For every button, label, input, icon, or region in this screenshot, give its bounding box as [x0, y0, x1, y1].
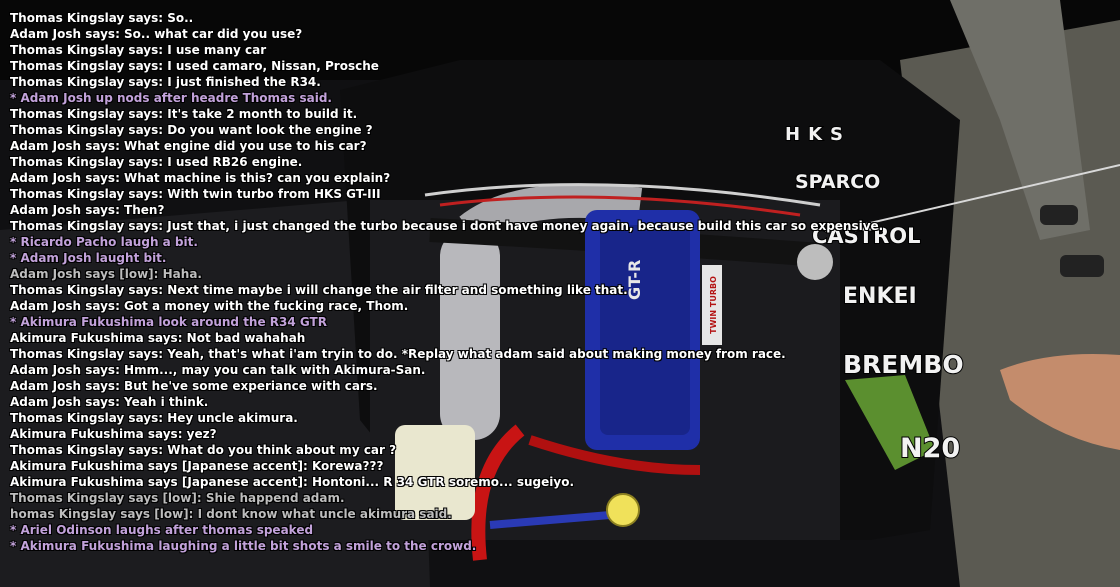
engine-cover-label: GT-R [625, 260, 644, 300]
engine-cover-shadow [600, 225, 690, 435]
chat-line: Adam Josh says: So.. what car did you us… [10, 27, 303, 41]
chat-line: Adam Josh says: Then? [10, 203, 165, 217]
chat-line: * Ariel Odinson laughs after thomas spea… [10, 523, 314, 537]
chat-line: homas Kingslay says [low]: I dont know w… [10, 507, 452, 521]
chat-line: Thomas Kingslay says: I used camaro, Nis… [10, 59, 379, 73]
chat-line: Akimura Fukushima says [Japanese accent]… [10, 475, 575, 489]
chat-line: Thomas Kingslay says: Next time maybe i … [10, 283, 628, 297]
character-shoe-2 [1060, 255, 1104, 277]
chat-line: * Adam Josh laught bit. [10, 251, 167, 265]
coolant-reservoir [395, 425, 475, 520]
radiator-cap [606, 493, 640, 527]
chat-line: Adam Josh says: Yeah i think. [10, 395, 209, 409]
bolt-cap [797, 244, 833, 280]
hood-logo-castrol: CASTROL [812, 224, 921, 248]
fuel-lines [424, 183, 821, 207]
chat-line: Thomas Kingslay says: I use many car [10, 43, 267, 57]
chat-line: Akimura Fukushima says [Japanese accent]… [10, 459, 384, 473]
chat-line: * Adam Josh up nods after headre Thomas … [10, 91, 332, 105]
chat-line: * Ricardo Pacho laugh a bit. [10, 235, 198, 249]
engine-tag-label: TWIN TURBO [709, 276, 718, 334]
engine-tag [702, 265, 722, 345]
chat-line: Akimura Fukushima says: Not bad wahahah [10, 331, 306, 345]
chat-line: Thomas Kingslay says: I just finished th… [10, 75, 321, 89]
hood-logo-hks: HKS [785, 124, 851, 145]
fuel-lines-red [439, 195, 801, 217]
chat-line: Thomas Kingslay says: With twin turbo fr… [10, 187, 381, 201]
chat-line: Adam Josh says: Hmm..., may you can talk… [10, 363, 426, 377]
chat-line: Thomas Kingslay says: It's take 2 month … [10, 107, 358, 121]
air-filter [845, 375, 935, 470]
chat-line: Thomas Kingslay says: Do you want look t… [10, 123, 373, 137]
character-arm [1000, 354, 1120, 450]
chat-line: Adam Josh says: What machine is this? ca… [10, 171, 391, 185]
chat-line: * Akimura Fukushima look around the R34 … [10, 315, 327, 329]
hood-logo-n20: N20 [900, 433, 960, 464]
red-hose-2 [528, 435, 701, 475]
chat-line: Adam Josh says: What engine did you use … [10, 139, 367, 153]
chat-line: Thomas Kingslay says: What do you think … [10, 443, 397, 457]
character-shoe [1040, 205, 1078, 225]
hood-prop-rod [839, 164, 1120, 231]
chat-line: Thomas Kingslay says [low]: Shie happend… [10, 491, 345, 505]
chat-line: Thomas Kingslay says: So.. [10, 11, 194, 25]
intake-pipe [440, 230, 500, 440]
chat-line: Thomas Kingslay says: Yeah, that's what … [10, 347, 786, 361]
hood-logo-brembo: BREMBO [843, 350, 964, 379]
chat-line: Adam Josh says [low]: Haha. [10, 267, 202, 281]
hood-logo-sparco: SPARCO [795, 171, 880, 193]
chat-line: Akimura Fukushima says: yez? [10, 427, 217, 441]
chat-log: Thomas Kingslay says: So.. Adam Josh says… [10, 10, 1010, 554]
car-body-left [0, 200, 430, 587]
blue-pipe [489, 511, 611, 529]
chat-line: * Akimura Fukushima laughing a little bi… [10, 539, 477, 553]
chat-line: Thomas Kingslay says: Just that, i just … [10, 219, 884, 233]
chat-line: Thomas Kingslay says: Hey uncle akimura. [10, 411, 298, 425]
hood-logo-enkei: ENKEI [843, 284, 917, 309]
chat-line: Thomas Kingslay says: I used RB26 engine… [10, 155, 303, 169]
chat-line: Adam Josh says: Got a money with the fuc… [10, 299, 409, 313]
red-hose [471, 424, 525, 561]
chat-line: Adam Josh says: But he've some experianc… [10, 379, 378, 393]
